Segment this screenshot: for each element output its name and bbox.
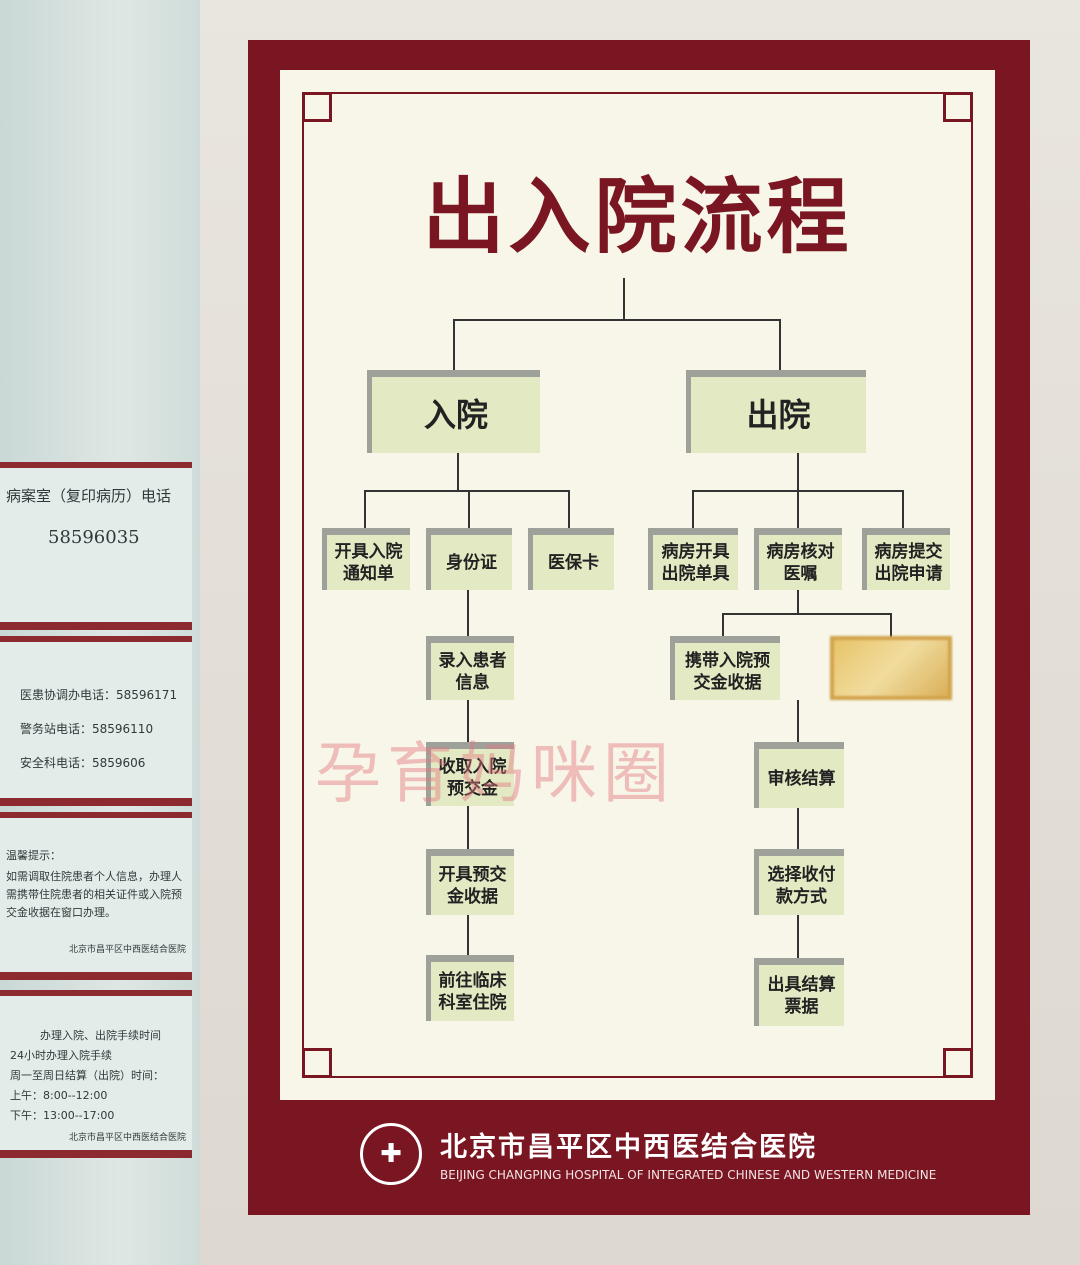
connector bbox=[453, 319, 455, 371]
admission-step: 医保卡 bbox=[528, 528, 614, 590]
records-phone: 58596035 bbox=[48, 527, 140, 548]
blurred-box bbox=[830, 636, 952, 700]
hours-line: 上午：8:00--12:00 bbox=[10, 1089, 108, 1102]
hospital-name-en: BEIJING CHANGPING HOSPITAL OF INTEGRATED… bbox=[440, 1168, 937, 1182]
tip-notice: 温馨提示： 如需调取住院患者个人信息，办理人需携带住院患者的相关证件或入院预交金… bbox=[0, 812, 192, 980]
discharge-chain-step: 出具结算票据 bbox=[754, 958, 844, 1026]
discharge-branch-step: 携带入院预交金收据 bbox=[670, 636, 780, 700]
phones-notice: 医患协调办电话：58596171 警务站电话：58596110 安全科电话：58… bbox=[0, 636, 192, 806]
discharge-chain-step: 审核结算 bbox=[754, 742, 844, 808]
hours-title: 办理入院、出院手续时间 bbox=[40, 1029, 161, 1042]
connector bbox=[797, 590, 799, 614]
records-title: 病案室（复印病历）电话 bbox=[6, 487, 172, 505]
hours-line: 下午：13:00--17:00 bbox=[10, 1109, 115, 1122]
corner-ornament-icon bbox=[302, 92, 332, 122]
hours-line: 周一至周日结算（出院）时间： bbox=[10, 1069, 164, 1082]
records-notice: 病案室（复印病历）电话 58596035 bbox=[0, 462, 192, 630]
connector bbox=[722, 613, 724, 637]
admission-chain-step: 前往临床科室住院 bbox=[426, 955, 514, 1021]
admission-chain-step: 开具预交金收据 bbox=[426, 849, 514, 915]
discharge-step: 病房核对医嘱 bbox=[754, 528, 842, 590]
watermark: 孕育妈咪圈 bbox=[315, 735, 675, 812]
phone-line: 警务站电话：58596110 bbox=[20, 722, 154, 736]
corner-ornament-icon bbox=[943, 92, 973, 122]
tip-sign: 北京市昌平区中西医结合医院 bbox=[68, 945, 186, 955]
connector bbox=[457, 452, 459, 492]
corner-ornament-icon bbox=[302, 1048, 332, 1078]
admission-chain-step: 收取入院预交金 bbox=[426, 742, 514, 806]
connector bbox=[364, 490, 366, 528]
admission-step: 开具入院通知单 bbox=[322, 528, 410, 590]
tip-title: 温馨提示： bbox=[6, 849, 61, 862]
connector bbox=[797, 452, 799, 492]
admission-box: 入院 bbox=[367, 370, 540, 453]
connector bbox=[779, 319, 781, 371]
hours-notice: 办理入院、出院手续时间 24小时办理入院手续 周一至周日结算（出院）时间： 上午… bbox=[0, 990, 192, 1158]
poster-frame bbox=[302, 92, 973, 1078]
connector bbox=[568, 490, 570, 528]
hospital-name: 北京市昌平区中西医结合医院 bbox=[440, 1132, 817, 1163]
poster-title: 出入院流程 bbox=[422, 170, 853, 265]
connector bbox=[902, 490, 904, 528]
tip-body: 如需调取住院患者个人信息，办理人需携带住院患者的相关证件或入院预交金收据在窗口办… bbox=[6, 870, 182, 919]
discharge-box: 出院 bbox=[686, 370, 866, 453]
hours-sign: 北京市昌平区中西医结合医院 bbox=[68, 1133, 186, 1143]
connector bbox=[623, 278, 625, 320]
connector bbox=[797, 490, 799, 528]
phone-line: 医患协调办电话：58596171 bbox=[20, 688, 178, 702]
hospital-logo-icon: ✚ bbox=[360, 1123, 422, 1185]
phone-line: 安全科电话：5859606 bbox=[20, 756, 146, 770]
admission-step: 身份证 bbox=[426, 528, 512, 590]
connector bbox=[890, 613, 892, 637]
connector bbox=[364, 490, 570, 492]
discharge-step: 病房开具出院单具 bbox=[648, 528, 738, 590]
connector bbox=[468, 490, 470, 528]
discharge-chain-step: 选择收付款方式 bbox=[754, 849, 844, 915]
admission-chain-step: 录入患者信息 bbox=[426, 636, 514, 700]
hours-line: 24小时办理入院手续 bbox=[10, 1049, 112, 1062]
connector bbox=[722, 613, 892, 615]
connector bbox=[453, 319, 781, 321]
connector bbox=[692, 490, 694, 528]
corner-ornament-icon bbox=[943, 1048, 973, 1078]
discharge-step: 病房提交出院申请 bbox=[862, 528, 950, 590]
